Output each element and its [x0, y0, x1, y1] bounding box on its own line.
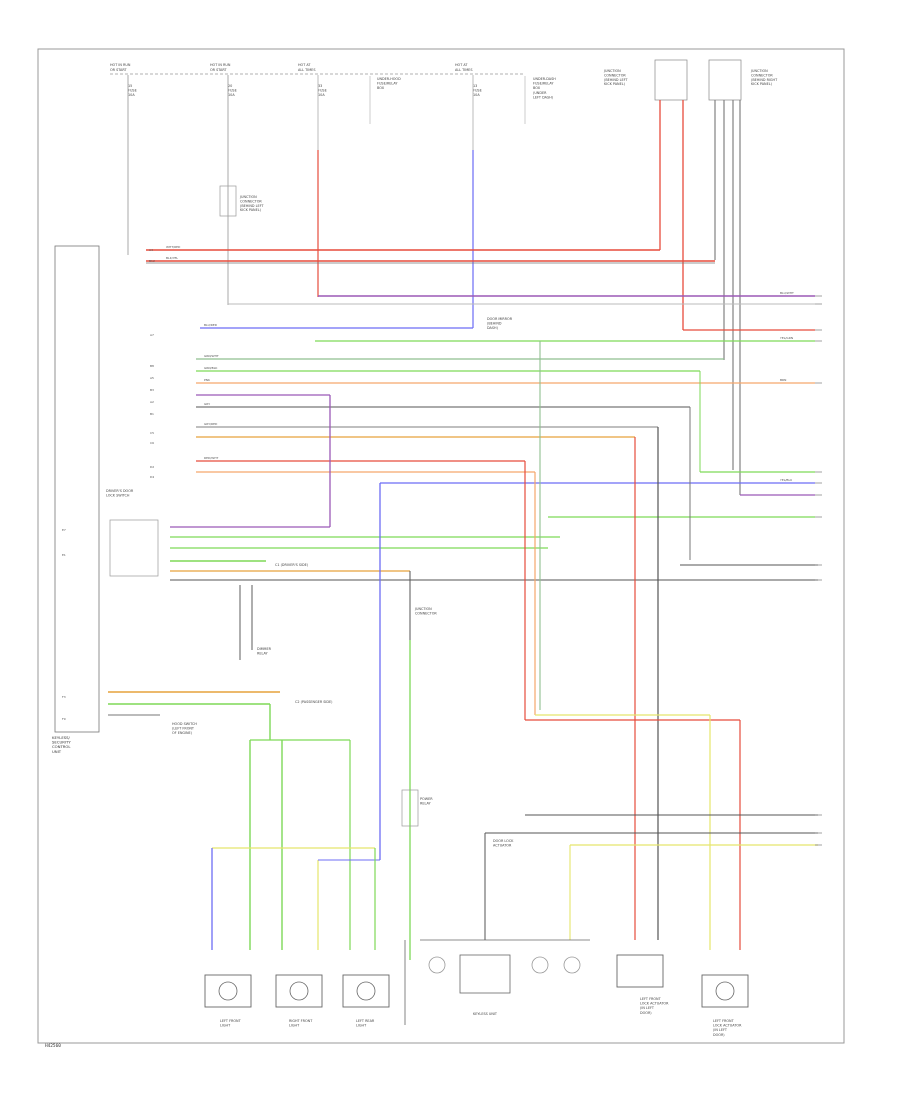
svg-text:BLU/WHT: BLU/WHT [780, 291, 794, 295]
svg-text:BLK/YEL: BLK/YEL [166, 256, 178, 260]
svg-text:RED/WHT: RED/WHT [204, 456, 219, 460]
svg-text:WHT/RED: WHT/RED [166, 245, 181, 249]
svg-text:B1: B1 [150, 412, 154, 416]
svg-text:F3: F3 [62, 695, 66, 699]
svg-text:BRN: BRN [780, 378, 786, 382]
diagram-frame [37, 48, 845, 1044]
svg-text:GRY: GRY [204, 402, 210, 406]
svg-text:B8: B8 [150, 364, 154, 368]
svg-text:E1: E1 [62, 553, 66, 557]
wire-codes: WHT/RED BLK/YEL BLU/RED GRN/WHT GRN/BLK … [166, 245, 794, 482]
label-c1: C1 (DRIVER'S SIDE) [275, 563, 309, 567]
svg-text:D2: D2 [150, 465, 154, 469]
svg-text:KEYLESS UNIT: KEYLESS UNIT [473, 1012, 498, 1016]
svg-text:A7: A7 [150, 333, 154, 337]
label-c2: C2 (PASSENGER SIDE) [295, 700, 333, 704]
driver-switch-box [109, 519, 159, 577]
svg-text:BLU/RED: BLU/RED [204, 323, 218, 327]
svg-text:D4: D4 [150, 475, 154, 479]
connector-top-1 [654, 59, 688, 101]
svg-text:GRY/RED: GRY/RED [204, 422, 218, 426]
svg-text:A2: A2 [150, 400, 154, 404]
footer-code: H42560 [45, 1043, 61, 1049]
svg-text:B12: B12 [149, 259, 155, 263]
svg-text:PNK: PNK [204, 378, 211, 382]
svg-text:C6: C6 [150, 441, 154, 445]
svg-text:F9: F9 [62, 717, 66, 721]
dimmer-relay-box [401, 789, 419, 827]
svg-text:B3: B3 [150, 388, 154, 392]
svg-text:GRN/WHT: GRN/WHT [204, 354, 219, 358]
svg-text:YEL/BLU: YEL/BLU [780, 478, 792, 482]
connector-top-2 [708, 59, 742, 101]
svg-text:A4: A4 [149, 248, 153, 252]
pin-labels: A4 B12 A7 B8 A5 B3 A2 B1 C5 C6 D2 D4 E7 … [62, 248, 155, 721]
svg-text:A5: A5 [150, 376, 154, 380]
junction-connector-left-top [219, 185, 237, 217]
svg-text:GRN/BLK: GRN/BLK [204, 366, 218, 370]
control-unit-box [54, 245, 100, 733]
svg-text:C5: C5 [150, 431, 154, 435]
central-unit: KEYLESS UNIT [404, 939, 590, 1025]
svg-text:E7: E7 [62, 528, 66, 532]
edge-terminals [815, 295, 822, 846]
svg-text:YEL/GRN: YEL/GRN [780, 336, 793, 340]
